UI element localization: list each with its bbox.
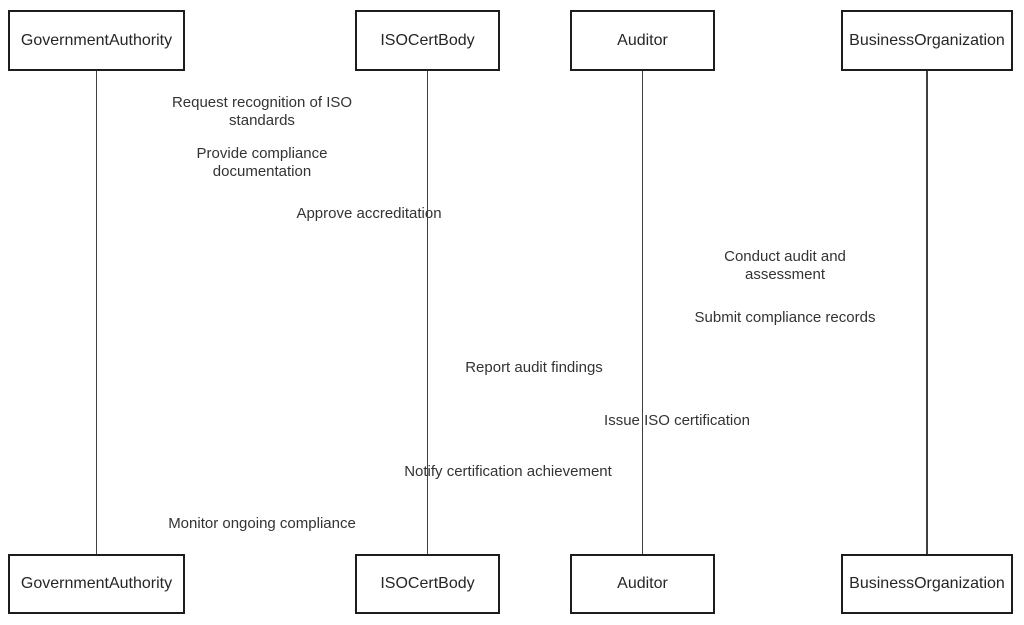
participant-label: Auditor xyxy=(617,575,668,592)
participant-label: GovernmentAuthority xyxy=(20,31,173,49)
participant-label: GovernmentAuthority xyxy=(20,575,173,592)
participant-isocertbody-top: ISOCertBody xyxy=(355,10,500,71)
participant-businessorganization-top: BusinessOrganization xyxy=(841,10,1013,71)
participant-governmentauthority-top: GovernmentAuthority xyxy=(8,10,185,71)
message-issue-iso-certification: Issue ISO certification xyxy=(604,412,750,429)
message-monitor-ongoing-compliance: Monitor ongoing compliance xyxy=(168,515,356,532)
participant-label: ISOCertBody xyxy=(380,575,475,592)
participant-governmentauthority-bottom: GovernmentAuthority xyxy=(8,554,185,614)
participant-label: BusinessOrganization xyxy=(849,575,1005,592)
participant-label: Auditor xyxy=(617,31,668,49)
message-approve-accreditation: Approve accreditation xyxy=(296,205,442,222)
participant-label: ISOCertBody xyxy=(380,31,475,49)
message-report-audit-findings: Report audit findings xyxy=(465,359,603,376)
participant-auditor-top: Auditor xyxy=(570,10,715,71)
message-request-recognition: Request recognition of ISO standards xyxy=(171,94,353,129)
participant-auditor-bottom: Auditor xyxy=(570,554,715,614)
message-provide-compliance-documentation: Provide compliance documentation xyxy=(196,145,328,180)
lifeline-isocertbody xyxy=(426,71,429,554)
message-submit-compliance-records: Submit compliance records xyxy=(694,309,876,326)
participant-isocertbody-bottom: ISOCertBody xyxy=(355,554,500,614)
participant-businessorganization-bottom: BusinessOrganization xyxy=(841,554,1013,614)
lifeline-governmentauthority xyxy=(95,71,98,554)
participant-label: BusinessOrganization xyxy=(849,31,1005,49)
lifeline-auditor xyxy=(641,71,644,554)
message-conduct-audit-assessment: Conduct audit and assessment xyxy=(724,248,846,283)
message-notify-certification-achievement: Notify certification achievement xyxy=(404,463,612,480)
lifeline-businessorganization xyxy=(926,71,928,554)
